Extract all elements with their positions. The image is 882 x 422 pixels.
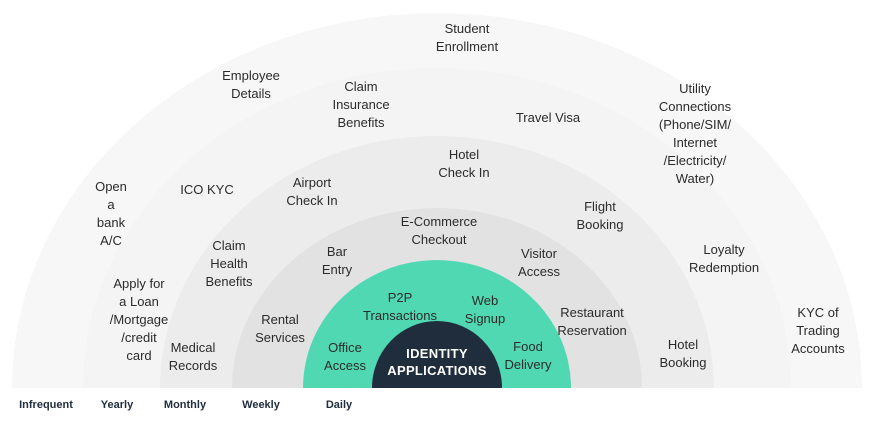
label-travel-visa: Travel Visa xyxy=(515,110,581,125)
core-title: IDENTITY APPLICATIONS xyxy=(387,346,487,378)
axis-label-weekly: Weekly xyxy=(242,399,280,411)
axis-label-daily: Daily xyxy=(325,399,353,411)
label-ico-kyc: ICO KYC xyxy=(180,182,234,197)
axis-label-monthly: Monthly xyxy=(163,399,207,411)
axis-label-infrequent: Infrequent xyxy=(19,399,73,411)
axis-label-yearly: Yearly xyxy=(100,399,134,411)
core-semicircle xyxy=(372,321,502,388)
